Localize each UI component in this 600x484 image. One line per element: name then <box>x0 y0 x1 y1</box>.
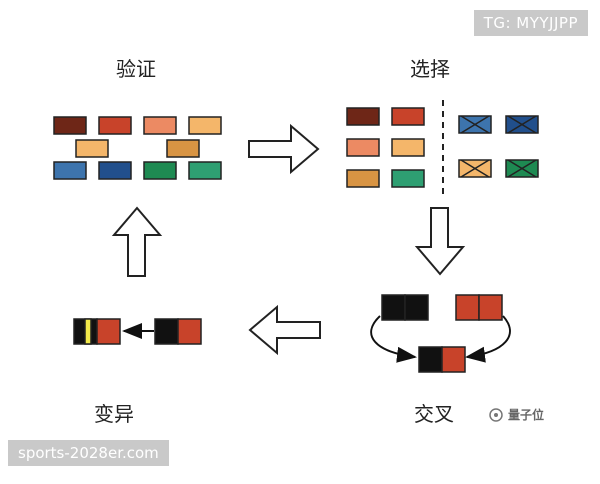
chromosome-block <box>98 116 132 135</box>
verify-population <box>53 116 222 180</box>
chromosome-block <box>346 107 380 126</box>
brand-watermark: 量子位 <box>488 406 544 423</box>
select-population <box>346 100 539 196</box>
gene-block <box>404 294 429 321</box>
offspring-chromosome <box>418 346 466 373</box>
chromosome-block <box>391 107 425 126</box>
arrow-right-icon <box>248 123 320 175</box>
crossover-group <box>370 294 511 373</box>
arrow-down-icon <box>414 207 466 276</box>
crossover-label: 交叉 <box>414 402 454 426</box>
parent-chromosome <box>455 294 503 321</box>
cross-mark-icon <box>507 159 537 178</box>
mutated-chromosome <box>73 318 121 345</box>
mutation-marker <box>84 318 92 345</box>
tg-watermark: TG: MYYJJPP <box>473 10 588 36</box>
site-watermark: sports-2028er.com <box>8 440 169 466</box>
brand-logo-icon <box>489 407 503 422</box>
chromosome-block <box>346 169 380 188</box>
chromosome-block <box>391 138 425 157</box>
rejected-chromosome <box>505 159 539 178</box>
chromosome-block <box>75 139 109 158</box>
mutate-group <box>73 318 202 345</box>
chromosome-block <box>166 139 200 158</box>
brand-name: 量子位 <box>508 408 545 422</box>
gene-block <box>418 346 443 373</box>
cross-mark-icon <box>460 159 490 178</box>
select-label: 选择 <box>410 57 450 81</box>
chromosome-block <box>53 161 87 180</box>
gene-block <box>478 294 503 321</box>
gene-block <box>96 318 121 345</box>
cross-mark-icon <box>507 115 537 134</box>
arrow-left-icon <box>248 304 321 356</box>
chromosome-block <box>188 116 222 135</box>
rejected-chromosome <box>458 159 492 178</box>
crossover-curve-arrow <box>370 315 417 363</box>
arrow-up-icon <box>111 206 163 277</box>
rejected-chromosome <box>505 115 539 134</box>
crossover-curve-arrow <box>465 315 511 363</box>
verify-label: 验证 <box>116 57 156 81</box>
chromosome-block <box>98 161 132 180</box>
chromosome-block <box>143 161 177 180</box>
parent-chromosome <box>381 294 429 321</box>
chromosome-block <box>188 161 222 180</box>
gene-block <box>381 294 406 321</box>
chromosome-block <box>53 116 87 135</box>
gene-block <box>455 294 480 321</box>
chromosome-block <box>143 116 177 135</box>
gene-block <box>441 346 466 373</box>
chromosome-block <box>391 169 425 188</box>
rejected-chromosome <box>458 115 492 134</box>
gene-block <box>177 318 202 345</box>
mutate-label: 变异 <box>94 402 134 426</box>
chromosome-block <box>346 138 380 157</box>
cross-mark-icon <box>460 115 490 134</box>
gene-block <box>154 318 179 345</box>
source-chromosome <box>154 318 202 345</box>
